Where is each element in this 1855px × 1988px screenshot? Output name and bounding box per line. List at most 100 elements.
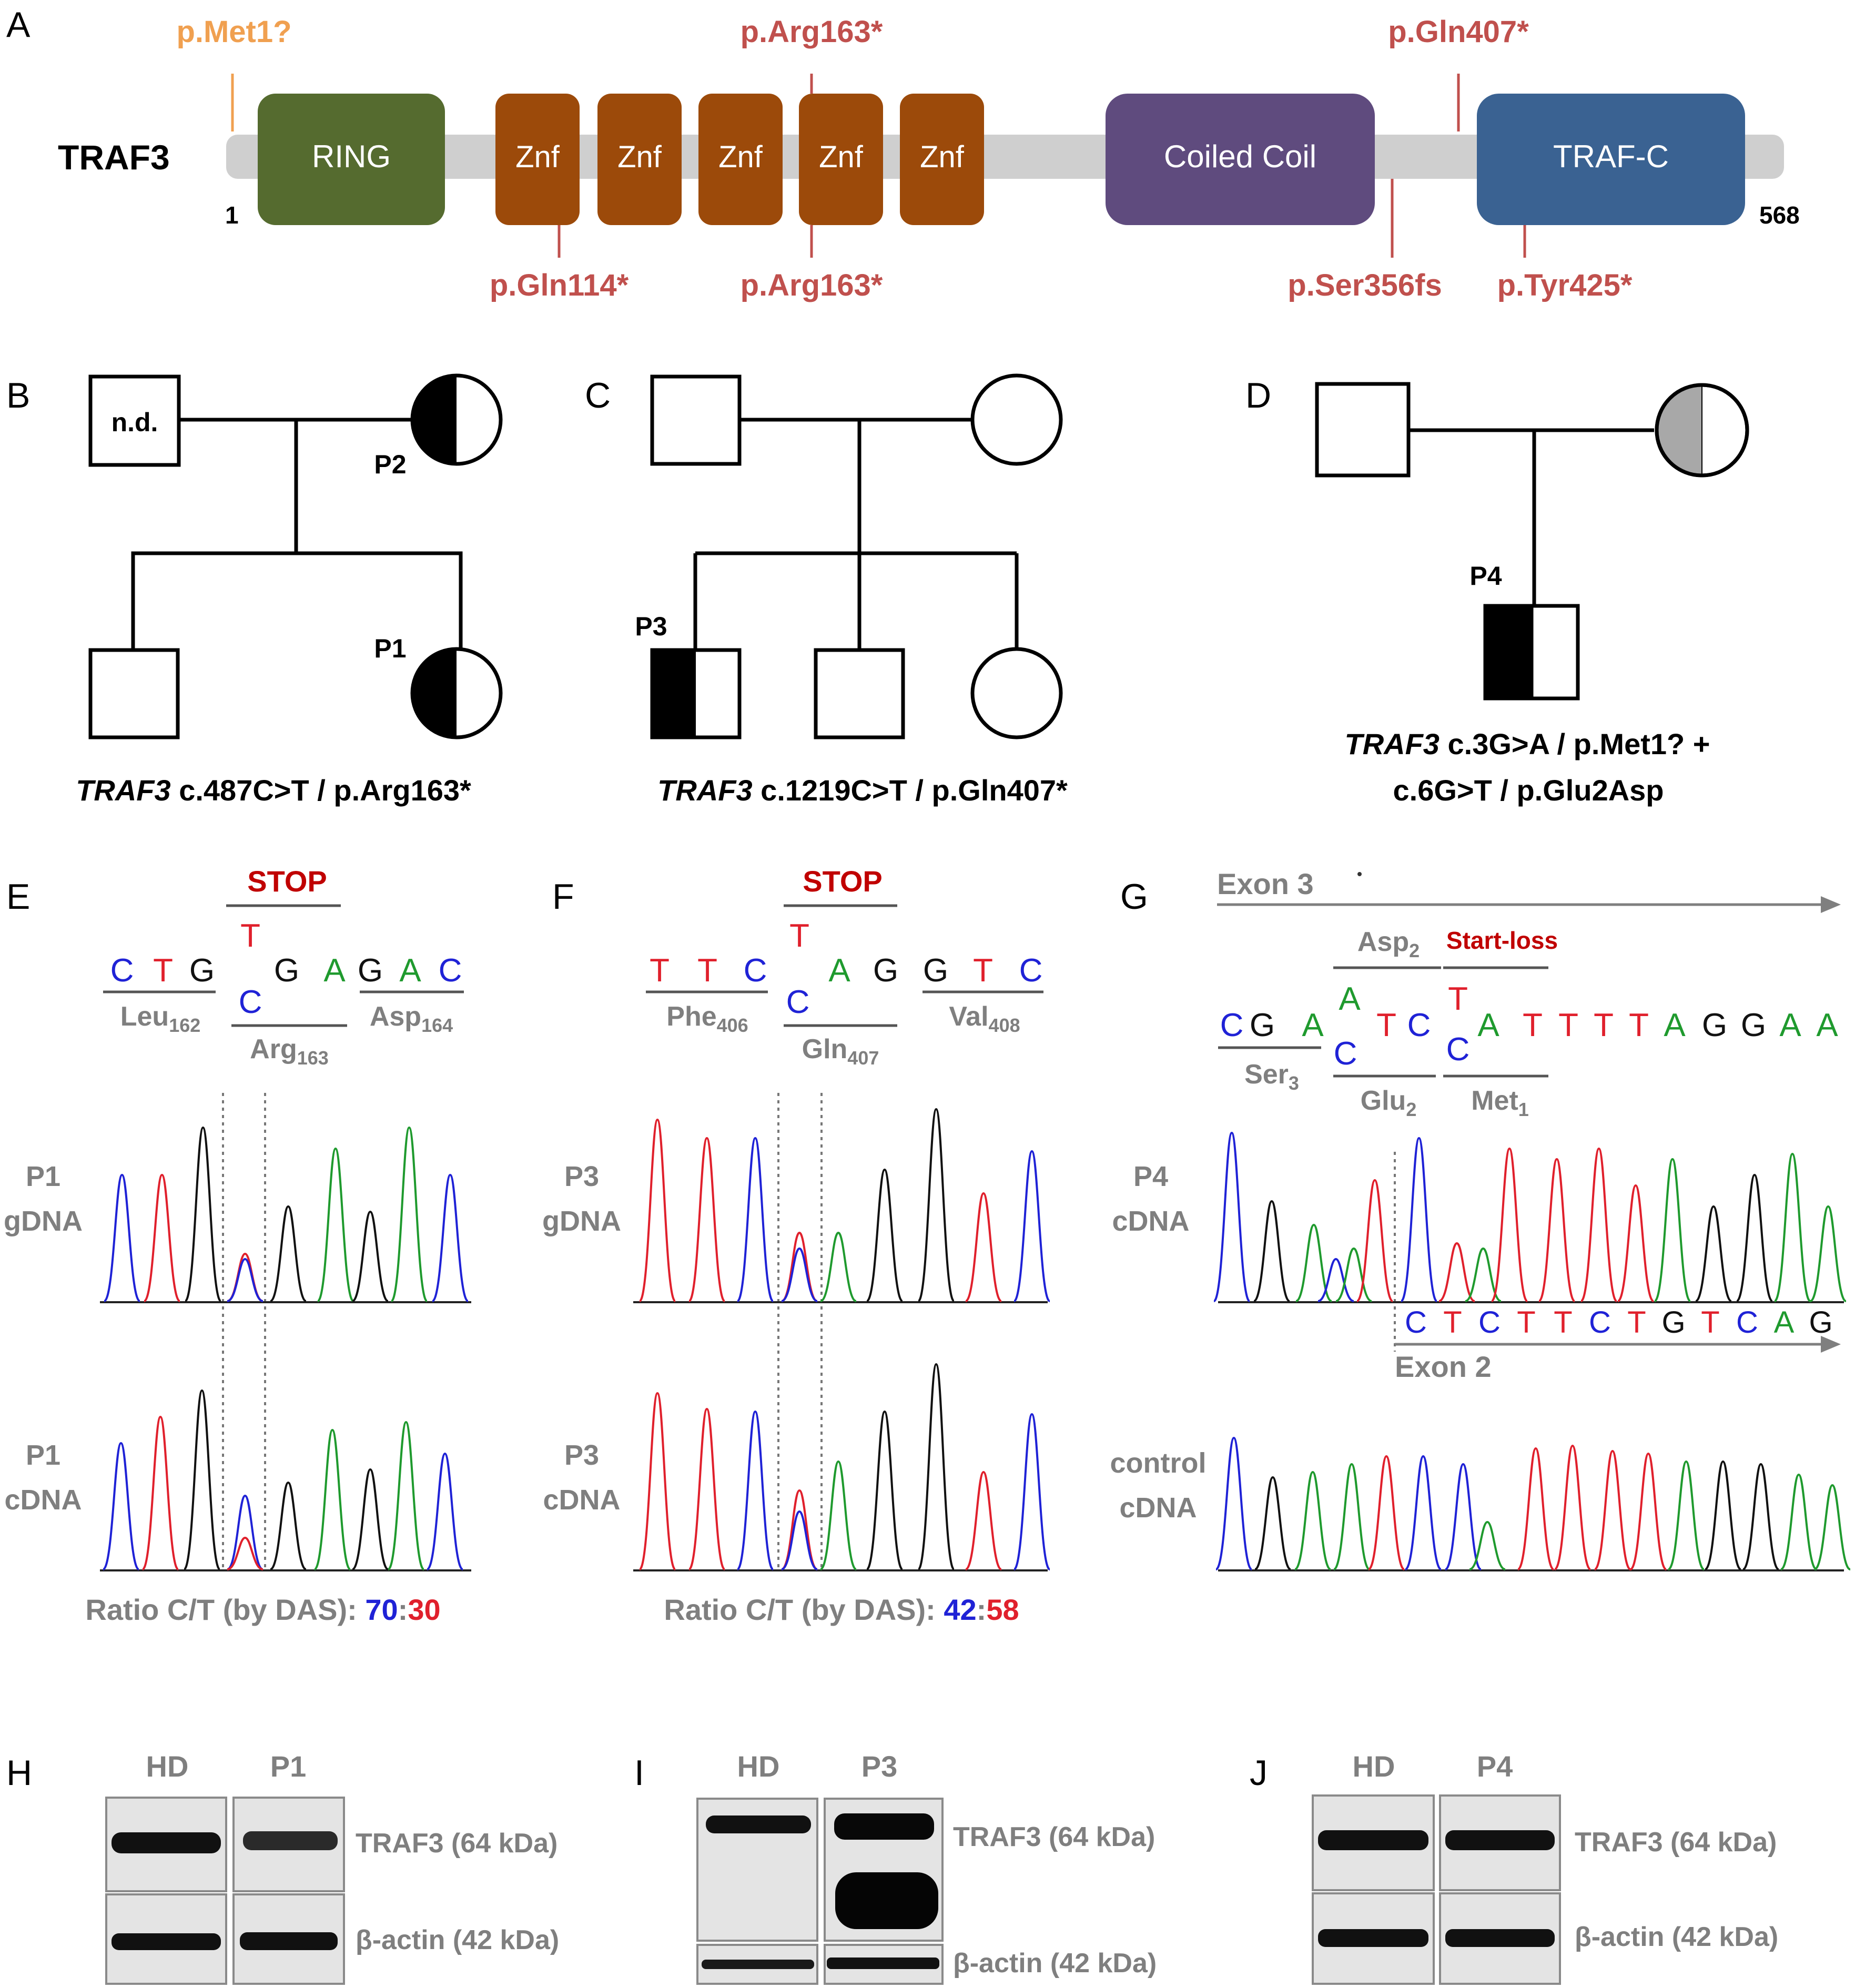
panel-label-g: G [1120, 877, 1148, 917]
blot-label-traf3: TRAF3 (64 kDa) [953, 1822, 1155, 1852]
trace-peak [1742, 1463, 1780, 1570]
trace-peak [736, 1410, 774, 1570]
trace-peak [1491, 1147, 1528, 1302]
base-g: G [189, 952, 215, 989]
trace-peak [1594, 1449, 1631, 1570]
exon2-base: A [1774, 1305, 1795, 1340]
trace-peak [431, 1173, 469, 1302]
codon-label-ser3: Ser3 [1244, 1059, 1299, 1094]
trace-peak [917, 1108, 955, 1302]
znf-domain-4 [799, 94, 883, 225]
trace-peak [352, 1210, 389, 1302]
base-t: T [973, 952, 993, 989]
pedigree-b-caption: TRAF3 c.487C>T / p.Arg163* [76, 774, 471, 807]
protein-band-actin [240, 1932, 338, 1950]
base-c: C [744, 952, 767, 989]
codon-label-asp: Asp164 [370, 1001, 453, 1036]
trace-peak [390, 1126, 428, 1302]
pedigree-p3-label: P3 [635, 612, 667, 641]
ratio-label-e: Ratio C/T (by DAS): 70:30 [85, 1593, 440, 1626]
panel-f: F STOP T T C T C A G G T C Phe406 Gln407… [542, 865, 1051, 1626]
pedigree-son [88, 648, 180, 739]
trace-peak [781, 1510, 818, 1570]
trace-peak [227, 1536, 263, 1570]
trace-peak [1317, 1257, 1354, 1302]
base-g: G [358, 952, 383, 989]
ring-domain-label: RING [312, 139, 391, 174]
exon2-base: G [1809, 1305, 1832, 1340]
panel-d: D P4 TRAF3 c.3G>A / p.Met1? + c.6G>T / p… [1245, 376, 1749, 807]
mutation-label-gln114: p.Gln114* [490, 268, 629, 302]
trace-peak [1335, 1247, 1372, 1302]
chromatogram-p3-gdna [633, 1108, 1051, 1303]
trace-peak [1254, 1476, 1292, 1570]
mutation-label-arg163-top: p.Arg163* [741, 15, 883, 49]
pedigree-partial-half-fill [1657, 385, 1702, 475]
base-t: T [1523, 1007, 1543, 1043]
trace-peak [781, 1489, 818, 1570]
pedigree-carrier-half-fill [652, 650, 696, 737]
panel-label-i: I [634, 1753, 644, 1793]
mutation-label-met1: p.Met1? [176, 15, 291, 49]
panel-c: C P3 TRAF3 c.1219C>T / p.Gln407* [585, 373, 1068, 807]
trace-peak [1667, 1460, 1705, 1570]
base-sequence: C T G T C G A G A C [110, 918, 462, 1020]
pedigree-d-caption-line1: TRAF3 c.3G>A / p.Met1? + [1345, 727, 1710, 760]
protein-band-traf3 [243, 1831, 338, 1850]
trace-peak [1704, 1460, 1742, 1570]
trace-peak [1809, 1205, 1847, 1302]
chromatogram-p3-cdna [633, 1363, 1051, 1571]
pedigree-nd-label: n.d. [111, 408, 158, 437]
lane-label-p1: P1 [270, 1750, 307, 1783]
trace-peak [819, 1460, 857, 1570]
pedigree-father [650, 374, 742, 466]
base-c: C [1220, 1007, 1244, 1043]
base-a: A [1477, 1007, 1499, 1043]
base-a: A [1664, 1007, 1686, 1043]
trace-peak [866, 1168, 904, 1302]
trace-peak [1780, 1473, 1818, 1570]
trace-peak [1465, 1247, 1502, 1302]
codon-label-gln: Gln407 [802, 1034, 879, 1069]
panel-i: I HD P3 TRAF3 (64 kDa) β-actin (42 kDa) [634, 1750, 1157, 1985]
panel-b: B n.d. P2 P1 TRAF3 c.487C>T / p.Arg163* [6, 373, 503, 807]
trace-peak [917, 1363, 955, 1570]
base-t-variant: T [789, 918, 809, 954]
trace-peak [1517, 1447, 1555, 1570]
trace-peak [227, 1494, 263, 1570]
panel-label-f: F [552, 877, 574, 917]
base-sequence: C G A A C T C T C A T T T T A G G A A [1220, 981, 1839, 1072]
trace-peak [317, 1147, 354, 1302]
ring-domain [258, 94, 445, 225]
panel-label-b: B [6, 376, 30, 415]
trace-peak [1356, 1179, 1394, 1302]
trace-peak [1215, 1436, 1253, 1570]
panel-label-c: C [585, 376, 611, 415]
trace-peak [426, 1452, 464, 1570]
znf-domain-3 [698, 94, 783, 225]
pedigree-mother [970, 373, 1063, 466]
codon-label-met1: Met1 [1471, 1086, 1529, 1120]
exon2-base: C [1405, 1305, 1427, 1340]
pedigree-son [814, 648, 905, 739]
traf-c-domain-label: TRAF-C [1553, 139, 1669, 174]
trace-peak [688, 1137, 726, 1302]
trace-peak [1695, 1205, 1732, 1302]
protein-band-actin [702, 1960, 814, 1969]
trace-peak [1736, 1173, 1773, 1302]
pedigree-father-not-determined [88, 374, 181, 467]
base-c: C [110, 952, 134, 989]
chromatogram-control-cdna [1215, 1436, 1851, 1571]
codon-label-leu: Leu162 [120, 1001, 201, 1036]
znf-domain-1 [495, 94, 580, 225]
exon2-base: G [1661, 1305, 1685, 1340]
panel-e: E STOP C T G T C G A G A C Leu162 Arg163… [4, 865, 471, 1626]
trace-peak [351, 1468, 389, 1570]
trace-peak [1013, 1150, 1051, 1302]
blot-label-actin: β-actin (42 kDa) [953, 1948, 1157, 1979]
trace-peak [1253, 1200, 1291, 1302]
